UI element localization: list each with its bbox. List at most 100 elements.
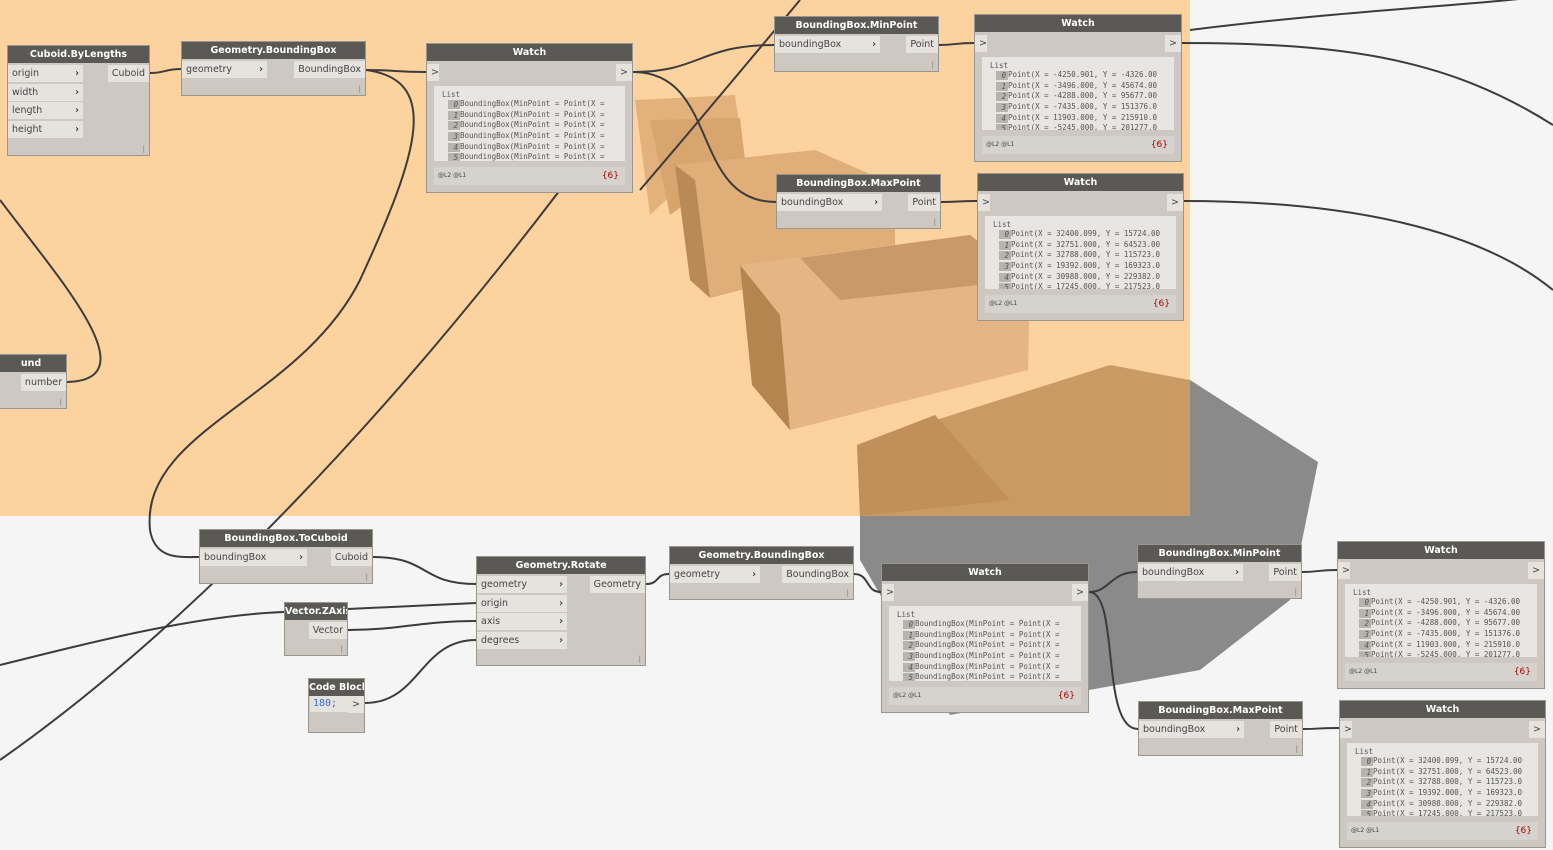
node-title: Watch [1338,542,1544,559]
watch-input-port[interactable]: > [427,64,439,81]
output-port[interactable]: Cuboid [107,65,149,82]
input-port-geometry[interactable]: geometry › [477,576,567,593]
output-port[interactable]: Point [908,194,940,211]
watch-output-port[interactable]: > [616,64,632,81]
watch-input-port[interactable]: > [978,194,990,211]
node-gbb2[interactable]: Geometry.BoundingBox geometry› BoundingBox… [669,546,854,600]
watch-footer: @L2 @L1{6} [434,167,625,185]
item-count: {6} [1513,667,1531,677]
input-port-boundingBox[interactable]: boundingBox› [1138,564,1243,581]
chevron-right-icon: › [75,68,79,79]
output-port[interactable]: > [348,696,364,713]
input-port-degrees[interactable]: degrees› [477,631,567,649]
input-port-width[interactable]: width› [8,83,83,101]
node-tocuboid[interactable]: BoundingBox.ToCuboid boundingBox› Cuboid | [199,529,373,584]
input-port-length[interactable]: length› [8,102,83,119]
watch-output-port[interactable]: > [1072,584,1088,601]
output-port[interactable]: Vector [308,622,347,639]
watch-input-port[interactable]: > [1338,562,1350,579]
input-port-boundingBox[interactable]: boundingBox› [777,194,882,211]
input-port-height[interactable]: height› [8,120,83,138]
port-label: boundingBox [779,39,842,50]
input-port-axis[interactable]: axis› [477,613,567,630]
item-count: {6} [1152,299,1170,309]
item-count: {6} [1150,140,1168,150]
list-index: 3 [996,103,1008,113]
input-port-origin[interactable]: origin› [477,594,567,612]
list-index: 5 [999,283,1011,289]
input-port-geometry[interactable]: geometry› [182,61,267,78]
watch-output-port[interactable]: > [1529,721,1545,738]
list-index: 3 [903,652,915,662]
output-port[interactable]: Point [1269,564,1301,581]
chevron-right-icon: › [559,579,563,590]
output-port[interactable]: BoundingBox [782,566,853,583]
list-value: Point(X = 11903.000, Y = 215910.0 [1371,639,1521,649]
port-label: boundingBox [1143,724,1206,735]
node-title: Watch [882,564,1088,581]
input-port-origin[interactable]: origin › [8,65,83,82]
node-title: BoundingBox.ToCuboid [200,530,372,547]
list-levels: @L2 @L1 [438,172,467,179]
node-title: Geometry.BoundingBox [670,547,853,564]
watch-input-port[interactable]: > [1340,721,1352,738]
list-index: 3 [1361,789,1373,799]
output-port[interactable]: number [20,374,66,391]
input-port-boundingBox[interactable]: boundingBox› [775,36,880,53]
chevron-right-icon: › [559,597,563,609]
watch-output-port[interactable]: > [1167,194,1183,211]
output-port[interactable]: BoundingBox [294,61,365,78]
resize-handle: | [365,573,368,581]
node-title: Code Block [309,679,364,696]
port-label: geometry [481,579,528,590]
output-port[interactable]: Geometry [589,576,645,593]
resize-handle: | [358,85,361,93]
output-port[interactable]: Point [1270,721,1302,738]
watch-output-port[interactable]: > [1528,562,1544,579]
input-port-geometry[interactable]: geometry› [670,566,760,583]
watch-output-port[interactable]: > [1165,35,1181,52]
watch-input-port[interactable]: > [882,584,894,601]
input-port-boundingBox[interactable]: boundingBox› [200,549,307,566]
list-index: 1 [999,240,1011,250]
list-index: 5 [448,153,460,161]
port-label: origin [12,68,40,79]
code-input[interactable]: 180; [310,696,350,712]
list-index: 2 [903,641,915,651]
list-index: 4 [448,142,460,152]
watch-input-port[interactable]: > [975,35,987,52]
input-port-boundingBox[interactable]: boundingBox› [1139,721,1244,738]
resize-handle: | [933,218,936,226]
output-port[interactable]: Point [906,36,938,53]
output-port[interactable]: Cuboid [330,549,372,566]
list-index: 0 [999,230,1011,239]
resize-handle: | [59,398,62,406]
